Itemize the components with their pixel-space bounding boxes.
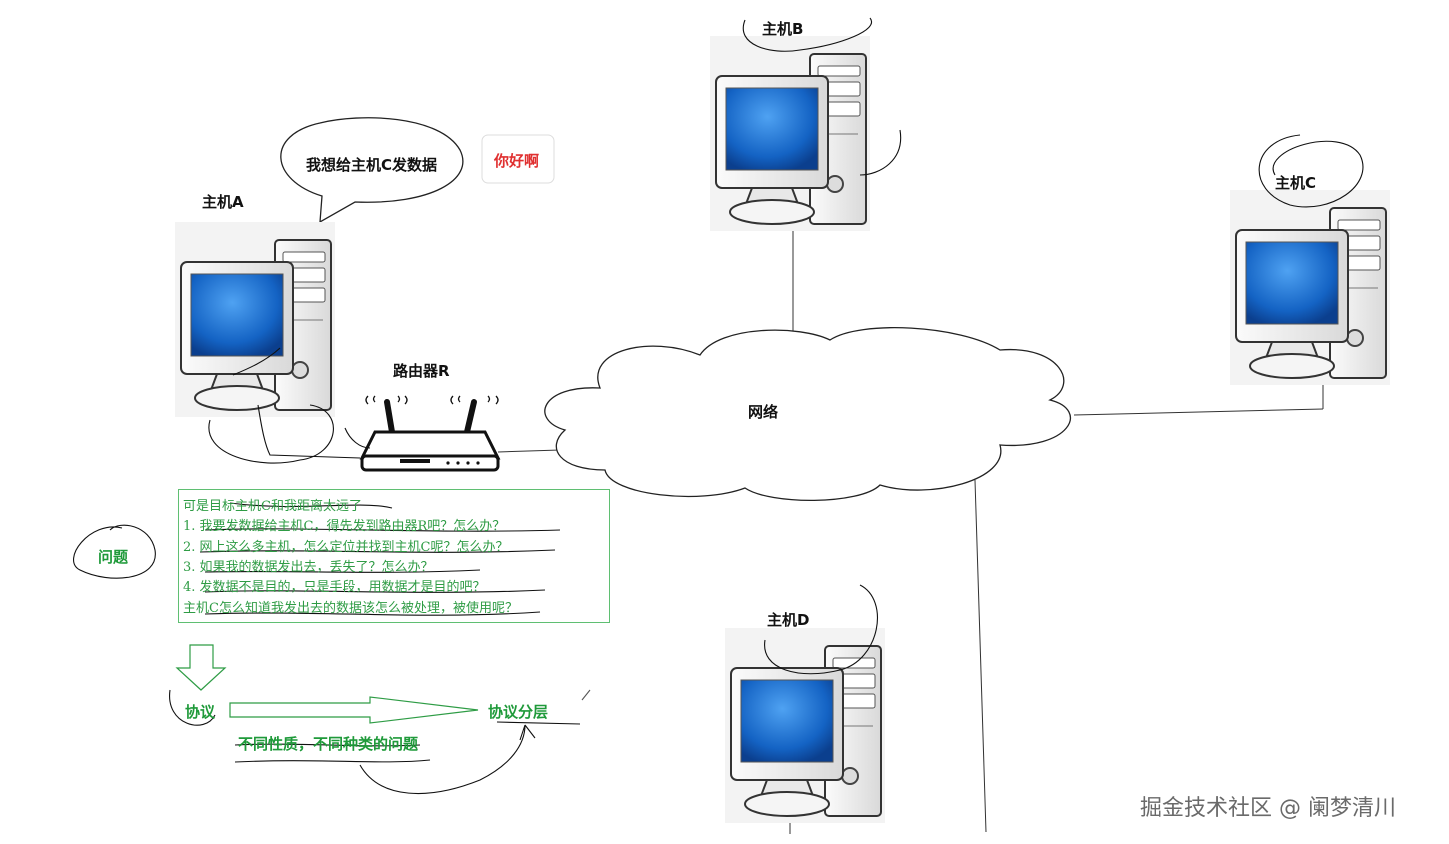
protocol-label: 协议 <box>185 703 216 721</box>
note-item: 3. 如果我的数据发出去，丢失了？怎么办？ <box>183 560 434 575</box>
protocol-layering-label: 协议分层 <box>488 703 549 721</box>
link-router <box>497 449 561 453</box>
link-c <box>1073 408 1324 416</box>
network-label: 网络 <box>748 403 779 421</box>
note-item: 主机C怎么知道我发出去的数据该怎么被处理，被使用呢？ <box>183 601 518 616</box>
host-d-label: 主机D <box>767 611 810 629</box>
computer-a-icon <box>174 221 336 418</box>
right-arrow-icon <box>229 696 479 724</box>
computer-d-icon <box>724 627 886 824</box>
router-label: 路由器R <box>393 362 450 380</box>
link-down <box>974 479 987 833</box>
protocol-note: 不同性质，不同种类的问题 <box>238 735 419 753</box>
network-cloud <box>544 327 1071 502</box>
question-label: 问题 <box>98 548 129 566</box>
computer-b-icon <box>709 35 871 232</box>
greeting-box <box>481 134 555 184</box>
problem-note-box <box>178 489 610 623</box>
watermark: 掘金技术社区 @ 阑梦清川 <box>1140 796 1396 821</box>
down-arrow-icon <box>175 644 227 691</box>
host-a-label: 主机A <box>202 193 244 211</box>
note-item: 2. 网上这么多主机，怎么定位并找到主机C呢？怎么办？ <box>183 540 509 555</box>
note-title: 可是目标主机C和我距离太远了 <box>183 499 362 514</box>
host-c-label: 主机C <box>1275 174 1317 192</box>
bubble-text: 我想给主机C发数据 <box>306 156 438 174</box>
greeting-text: 你好啊 <box>494 152 540 170</box>
speech-bubble <box>280 117 464 224</box>
note-item: 4. 发数据不是目的，只是手段，用数据才是目的吧？ <box>183 580 486 595</box>
computer-c-icon <box>1229 189 1391 386</box>
hand-scribbles <box>73 17 1364 794</box>
router-icon <box>359 395 501 472</box>
host-b-label: 主机B <box>762 20 804 38</box>
note-item: 1. 我要发数据给主机C，得先发到路由器R吧？怎么办？ <box>183 519 506 534</box>
